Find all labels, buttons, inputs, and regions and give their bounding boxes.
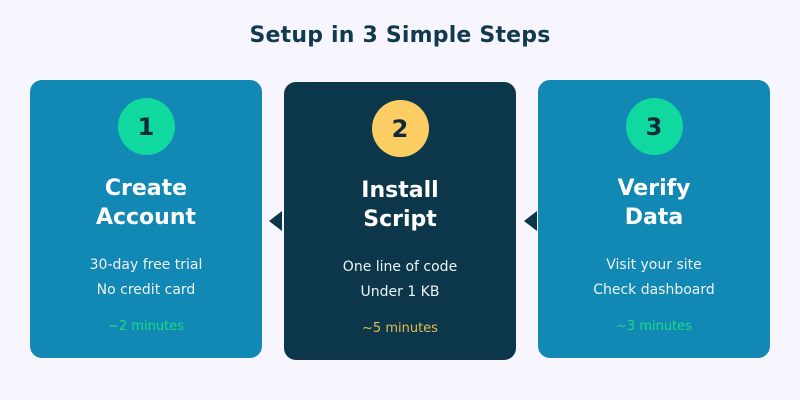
page-title: Setup in 3 Simple Steps xyxy=(249,23,551,48)
step-number-badge-3: 3 xyxy=(625,98,683,155)
step-details-3: Visit your site Check dashboard xyxy=(593,253,715,304)
step-number-3: 3 xyxy=(645,112,663,141)
step-card-2[interactable]: 2 Install Script One line of code Under … xyxy=(284,82,516,360)
step-card-3[interactable]: 3 Verify Data Visit your site Check dash… xyxy=(538,80,770,358)
step-title-3: Verify Data xyxy=(617,176,691,231)
step-number-badge-2: 2 xyxy=(371,100,429,157)
arrow-left-icon-step-2-to-3 xyxy=(524,211,537,231)
step-details-2: One line of code Under 1 KB xyxy=(343,255,457,306)
step-duration-3: ~3 minutes xyxy=(616,319,692,334)
step-title-1: Create Account xyxy=(95,176,197,231)
step-card-1[interactable]: 1 Create Account 30-day free trial No cr… xyxy=(30,80,262,358)
arrow-left-icon-step-1-to-2 xyxy=(269,211,282,231)
step-detail-line: Check dashboard xyxy=(593,281,715,298)
step-detail-line: Under 1 KB xyxy=(360,283,440,300)
step-detail-line: 30-day free trial xyxy=(89,256,203,273)
steps-row: 1 Create Account 30-day free trial No cr… xyxy=(30,80,770,360)
step-detail-line: Visit your site xyxy=(606,256,702,273)
step-details-1: 30-day free trial No credit card xyxy=(90,253,203,304)
step-duration-1: ~2 minutes xyxy=(108,319,184,334)
step-detail-line: One line of code xyxy=(342,258,458,275)
step-title-2: Install Script xyxy=(361,178,439,233)
step-number-badge-1: 1 xyxy=(117,98,175,155)
step-number-2: 2 xyxy=(391,114,409,143)
step-duration-2: ~5 minutes xyxy=(362,321,438,336)
step-detail-line: No credit card xyxy=(96,281,196,298)
step-number-1: 1 xyxy=(137,112,155,141)
